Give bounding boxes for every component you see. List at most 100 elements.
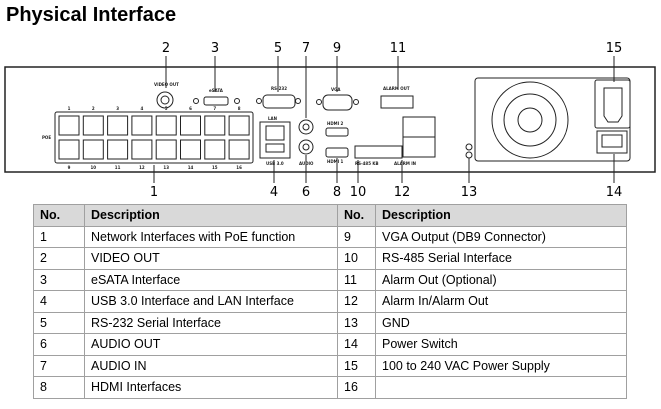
ground-icon xyxy=(465,143,473,151)
poe-port xyxy=(107,139,129,160)
cell-number: 3 xyxy=(33,268,85,291)
rs232-label: RS-232 xyxy=(271,86,287,91)
cell-number: 6 xyxy=(33,333,85,356)
audio-out-connector xyxy=(298,139,314,155)
poe-port xyxy=(228,139,250,160)
callout-number: 7 xyxy=(302,41,310,56)
hdmi2-port xyxy=(325,127,349,137)
cell-description: Network Interfaces with PoE function xyxy=(84,225,338,248)
callout-number: 11 xyxy=(390,41,407,56)
poe-port-number: 9 xyxy=(68,165,71,170)
poe-port xyxy=(131,139,153,160)
callout-number: 6 xyxy=(302,185,310,200)
poe-port xyxy=(180,139,201,160)
poe-port xyxy=(58,115,80,136)
poe-port-block xyxy=(54,111,254,164)
vga-label: VGA xyxy=(331,87,341,92)
cell-description: eSATA Interface xyxy=(84,268,338,291)
cell-description: 100 to 240 VAC Power Supply xyxy=(375,354,627,377)
callout-number: 15 xyxy=(606,41,623,56)
hdmi1-label: HDMI 1 xyxy=(327,159,344,164)
poe-port-number: 7 xyxy=(213,106,216,111)
hdmi1-port xyxy=(325,147,349,158)
poe-port-number: 15 xyxy=(212,165,218,170)
poe-port-number: 8 xyxy=(238,106,241,111)
lan-usb-block xyxy=(259,121,291,159)
power-inlet xyxy=(594,79,631,129)
alarm-out-terminal xyxy=(380,95,414,109)
cell-number: 14 xyxy=(337,333,376,356)
header-no: No. xyxy=(33,204,85,227)
cell-description: Alarm Out (Optional) xyxy=(375,268,627,291)
poe-port-number: 4 xyxy=(141,106,144,111)
poe-label: POE xyxy=(42,135,51,140)
vga-port xyxy=(322,94,353,111)
esata-port xyxy=(203,96,229,106)
poe-port xyxy=(82,115,104,136)
poe-port xyxy=(180,115,201,136)
cell-description: GND xyxy=(375,311,627,334)
table-header-row: No. Description No. Description xyxy=(33,204,627,227)
cell-number: 4 xyxy=(33,290,85,313)
callout-number: 14 xyxy=(606,185,623,200)
cell-number: 1 xyxy=(33,225,85,248)
cell-number: 8 xyxy=(33,376,85,399)
callout-number: 5 xyxy=(274,41,282,56)
power-switch xyxy=(596,130,628,154)
cell-number: 15 xyxy=(337,354,376,377)
poe-port-number: 2 xyxy=(92,106,95,111)
poe-port-number: 16 xyxy=(236,165,242,170)
cell-number: 13 xyxy=(337,311,376,334)
callout-number: 3 xyxy=(211,41,219,56)
callout-number: 9 xyxy=(333,41,341,56)
poe-port xyxy=(131,115,153,136)
poe-port xyxy=(58,139,80,160)
cell-number: 5 xyxy=(33,311,85,334)
poe-port-number: 14 xyxy=(188,165,194,170)
cell-number: 10 xyxy=(337,247,376,270)
lan-port xyxy=(265,125,285,141)
callout-number: 13 xyxy=(461,185,478,200)
cell-description: VIDEO OUT xyxy=(84,247,338,270)
cell-description: AUDIO OUT xyxy=(84,333,338,356)
video-out-label: VIDEO OUT xyxy=(154,82,179,87)
alarm-in-label: ALARM IN xyxy=(394,161,416,166)
usb-label: USB 3.0 xyxy=(266,161,284,166)
callout-number: 2 xyxy=(162,41,170,56)
poe-port-number: 12 xyxy=(139,165,145,170)
poe-port xyxy=(107,115,129,136)
video-out-connector xyxy=(156,91,174,109)
poe-port-number: 11 xyxy=(115,165,121,170)
callout-number: 12 xyxy=(394,185,411,200)
cell-number: 11 xyxy=(337,268,376,291)
cell-number: 16 xyxy=(337,376,376,399)
rs485-label: RS-485 KB xyxy=(355,161,379,166)
rs485-terminal xyxy=(354,145,403,159)
cell-description: Alarm In/Alarm Out xyxy=(375,290,627,313)
callout-number: 4 xyxy=(270,185,278,200)
poe-port-number: 6 xyxy=(189,106,192,111)
usb-port xyxy=(265,143,285,153)
cell-number: 12 xyxy=(337,290,376,313)
lan-label: LAN xyxy=(268,116,277,121)
panel-outline xyxy=(4,66,656,173)
callout-number: 8 xyxy=(333,185,341,200)
poe-port-number: 13 xyxy=(163,165,169,170)
poe-port-number: 10 xyxy=(91,165,97,170)
callout-number: 10 xyxy=(350,185,367,200)
hdmi2-label: HDMI 2 xyxy=(327,121,344,126)
page-title: Physical Interface xyxy=(6,4,177,26)
cell-number: 2 xyxy=(33,247,85,270)
poe-port xyxy=(228,115,250,136)
header-description: Description xyxy=(375,204,627,227)
audio-label: AUDIO xyxy=(299,161,314,166)
cell-description: HDMI Interfaces xyxy=(84,376,338,399)
